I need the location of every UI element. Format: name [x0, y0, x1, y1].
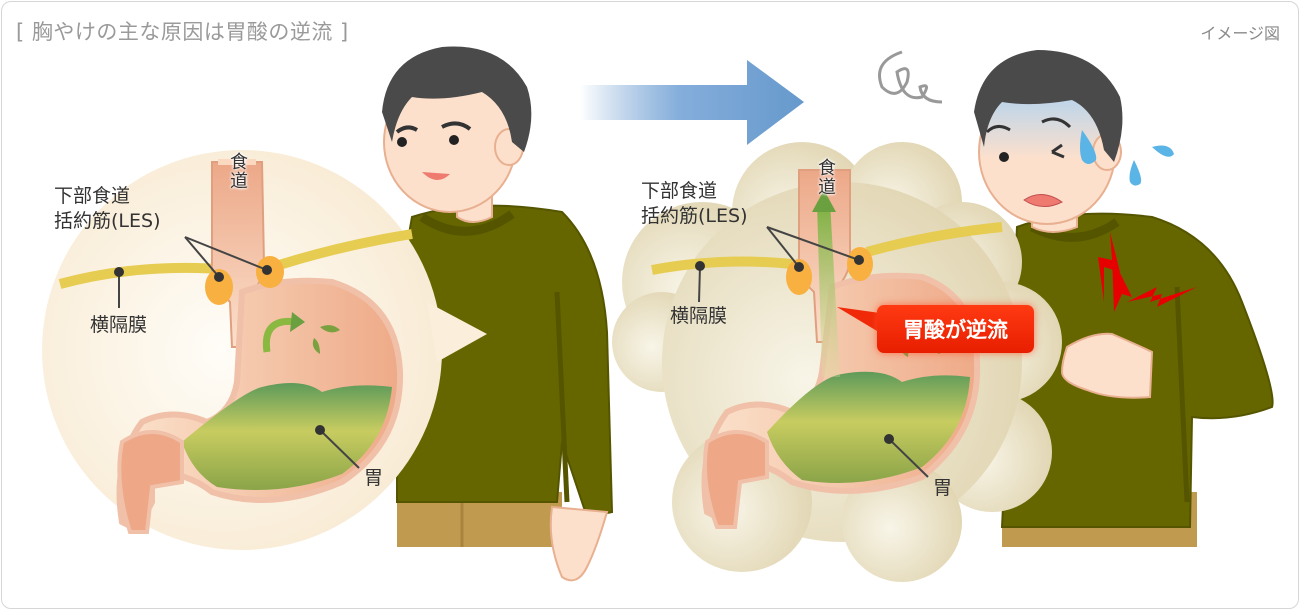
label-diaphragm-left: 横隔膜 — [90, 314, 148, 336]
image-note-label: イメージ図 — [1200, 24, 1280, 43]
label-stomach-right: 胃 — [933, 477, 953, 499]
leader-lines-right — [698, 226, 929, 478]
leader-lines-left — [118, 236, 360, 469]
label-esophagus-right: 食道 — [815, 158, 836, 196]
label-les-line2-right: 括約筋(LES) — [641, 205, 748, 227]
label-stomach-left: 胃 — [364, 467, 384, 489]
left-man — [382, 46, 614, 582]
left-stomach — [116, 277, 404, 534]
sweat-drops-icon — [1080, 130, 1174, 186]
label-les-line1-right: 下部食道 — [641, 180, 718, 202]
label-esophagus-left: 食道 — [227, 152, 248, 190]
dizzy-squiggle-icon — [878, 50, 943, 104]
label-les-line2-left: 括約筋(LES) — [54, 210, 161, 232]
label-les-line1-left: 下部食道 — [54, 185, 131, 207]
label-diaphragm-right: 横隔膜 — [670, 305, 728, 327]
callout-pointer — [837, 307, 887, 337]
page-title: [ 胸やけの主な原因は胃酸の逆流 ] — [16, 20, 349, 44]
acid-reflux-callout: 胃酸が逆流 — [877, 305, 1034, 353]
right-man — [974, 50, 1274, 547]
transition-arrow-icon — [580, 60, 804, 145]
